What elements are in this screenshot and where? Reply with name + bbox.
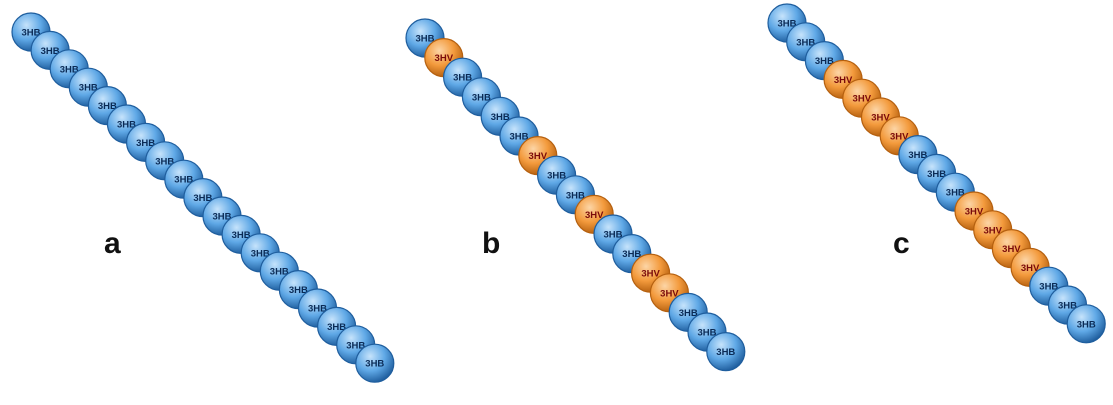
bead-label: 3HV (435, 53, 454, 64)
bead-label: 3HB (308, 304, 327, 315)
bead-label: 3HB (327, 322, 346, 333)
bead-label: 3HB (136, 138, 155, 149)
bead-label: 3HV (983, 225, 1002, 236)
bead-label: 3HB (815, 56, 834, 67)
bead-label: 3HB (697, 328, 716, 339)
panel-label-a: a (104, 227, 121, 260)
hb-bead (355, 343, 395, 383)
bead-label: 3HB (679, 308, 698, 319)
bead-label: 3HV (641, 269, 660, 280)
bead-label: 3HB (509, 132, 528, 143)
bead-label: 3HB (21, 28, 40, 39)
chain-b: 3HB3HV3HB3HB3HB3HB3HV3HB3HB3HV3HB3HB3HV3… (405, 18, 746, 372)
bead-label: 3HB (117, 120, 136, 131)
bead-label: 3HB (1039, 282, 1058, 293)
bead-label: 3HB (251, 248, 270, 259)
bead-label: 3HB (622, 249, 641, 260)
bead-label: 3HB (60, 64, 79, 75)
bead-label: 3HV (1002, 244, 1021, 255)
bead-label: 3HB (1058, 301, 1077, 312)
bead-label: 3HB (547, 171, 566, 182)
bead-label: 3HV (1021, 263, 1040, 274)
bead-label: 3HB (346, 340, 365, 351)
bead-label: 3HB (212, 212, 231, 223)
bead-label: 3HB (472, 92, 491, 103)
chain-c: 3HB3HB3HB3HV3HV3HV3HV3HB3HB3HB3HV3HV3HV3… (767, 3, 1106, 344)
bead-label: 3HB (41, 46, 60, 57)
bead-label: 3HV (890, 131, 909, 142)
bead-label: 3HV (585, 210, 604, 221)
bead-label: 3HB (155, 156, 174, 167)
chain-a: 3HB3HB3HB3HB3HB3HB3HB3HB3HB3HB3HB3HB3HB3… (11, 12, 395, 383)
bead-label: 3HB (603, 230, 622, 241)
bead-label: 3HB (946, 188, 965, 199)
bead-label: 3HB (1077, 319, 1096, 330)
hb-bead (706, 332, 746, 372)
bead-label: 3HB (365, 359, 384, 370)
bead-label: 3HV (660, 288, 679, 299)
bead-label: 3HB (289, 285, 308, 296)
bead-label: 3HB (491, 112, 510, 123)
bead-label: 3HB (193, 193, 212, 204)
bead-label: 3HB (908, 150, 927, 161)
bead-label: 3HB (174, 175, 193, 186)
bead-label: 3HV (871, 113, 890, 124)
panel-label-b: b (482, 227, 501, 260)
bead-label: 3HB (927, 169, 946, 180)
bead-label: 3HB (232, 230, 251, 241)
panel-label-c: c (893, 227, 910, 260)
bead-label: 3HV (853, 94, 872, 105)
bead-label: 3HB (79, 83, 98, 94)
bead-label: 3HB (716, 347, 735, 358)
bead-label: 3HB (453, 73, 472, 84)
bead-label: 3HB (98, 101, 117, 112)
bead-label: 3HB (777, 19, 796, 30)
bead-label: 3HB (415, 34, 434, 45)
bead-label: 3HB (566, 190, 585, 201)
hb-bead (1066, 304, 1106, 344)
bead-label: 3HV (834, 75, 853, 86)
bead-label: 3HV (965, 207, 984, 218)
bead-label: 3HV (529, 151, 548, 162)
bead-label: 3HB (270, 267, 289, 278)
bead-label: 3HB (796, 37, 815, 48)
